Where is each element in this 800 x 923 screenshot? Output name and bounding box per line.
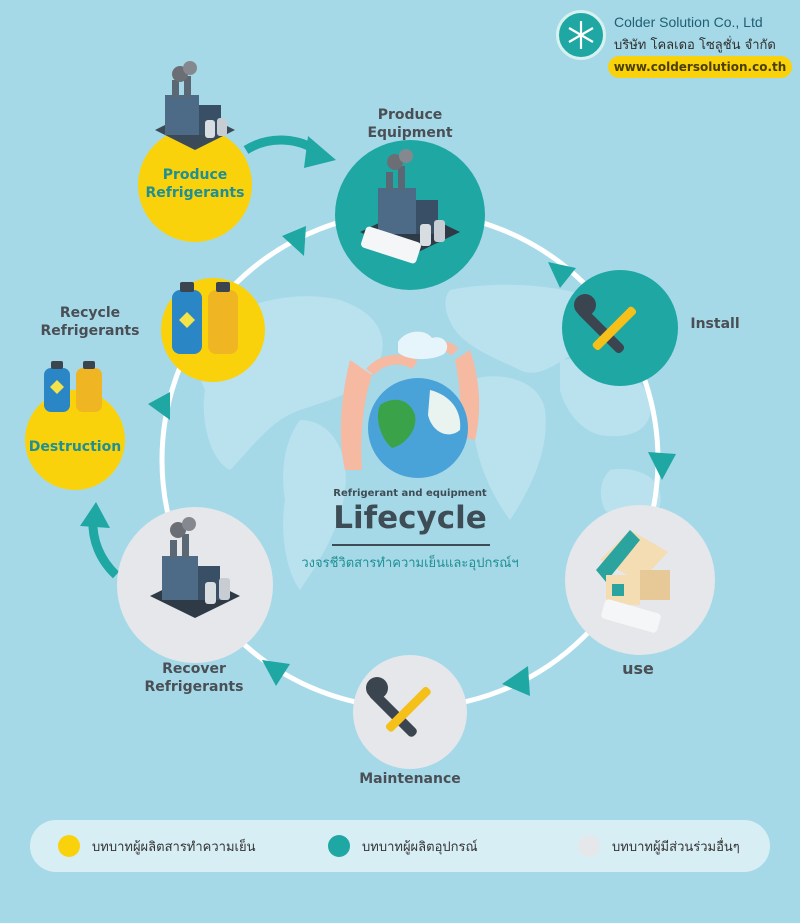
legend: บทบาทผู้ผลิตสารทำความเย็น บทบาทผู้ผลิตอุ… xyxy=(30,820,770,872)
arrow-to-produce-equipment xyxy=(282,226,306,256)
gas-cylinder-icon xyxy=(44,361,102,412)
label-recover-refrigerants: Recover Refrigerants xyxy=(124,660,264,696)
label-produce-equipment-line2: Equipment xyxy=(367,125,453,141)
label-produce-refrigerants: Produce Refrigerants xyxy=(130,166,260,202)
label-maintenance: Maintenance xyxy=(359,771,461,787)
label-install: Install xyxy=(690,316,740,332)
center-title: Lifecycle xyxy=(333,500,487,536)
arrow-curve-left xyxy=(88,519,120,579)
house-ac-icon xyxy=(596,530,670,633)
wrench-screwdriver-icon xyxy=(366,677,431,737)
label-produce-refrigerants-line1: Produce xyxy=(162,167,228,183)
website-link[interactable]: www.coldersolution.co.th xyxy=(608,56,792,78)
label-recycle-line2: Refrigerants xyxy=(40,323,140,339)
produce-refrigerants-circle xyxy=(138,128,252,242)
snowflake-icon xyxy=(556,10,606,60)
label-produce-equipment: Produce Equipment xyxy=(340,106,480,142)
legend-item-other-stakeholders: บทบาทผู้มีส่วนร่วมอื่นๆ xyxy=(578,820,740,872)
legend-label: บทบาทผู้ผลิตสารทำความเย็น xyxy=(92,839,256,855)
gas-cylinder-icon xyxy=(172,282,238,354)
arrow-to-install xyxy=(548,262,576,288)
arrow-curve-left-head xyxy=(80,502,110,528)
arrow-to-recover xyxy=(262,660,290,686)
label-recycle-line1: Recycle xyxy=(59,305,121,321)
arrow-curve-top-head xyxy=(304,136,336,168)
legend-label: บทบาทผู้ผลิตอุปกรณ์ xyxy=(362,839,478,855)
legend-label: บทบาทผู้มีส่วนร่วมอื่นๆ xyxy=(612,839,740,855)
legend-item-equipment-producer: บทบาทผู้ผลิตอุปกรณ์ xyxy=(328,820,478,872)
center-thai-title: วงจรชีวิตสารทำความเย็นและอุปกรณ์ฯ xyxy=(301,556,519,571)
legend-item-refrigerant-producer: บทบาทผู้ผลิตสารทำความเย็น xyxy=(58,820,255,872)
destruction-circle xyxy=(25,390,125,490)
center-subtitle: Refrigerant and equipment xyxy=(333,488,487,499)
center-divider xyxy=(332,544,490,546)
label-produce-equipment-line1: Produce xyxy=(377,107,443,123)
label-produce-refrigerants-line2: Refrigerants xyxy=(145,185,245,201)
wrench-screwdriver-icon xyxy=(574,294,637,354)
label-destruction: Destruction xyxy=(28,439,122,455)
label-recover-line1: Recover xyxy=(162,661,226,677)
factory-icon xyxy=(155,61,235,150)
company-name: Colder Solution Co., Ltd xyxy=(614,14,763,30)
legend-dot-grey xyxy=(578,835,600,857)
arrow-to-maintenance xyxy=(502,666,530,696)
legend-dot-yellow xyxy=(58,835,80,857)
globe-hands-illustration xyxy=(340,331,480,478)
factory-equipment-icon xyxy=(360,149,460,264)
brand-header: Colder Solution Co., Ltd บริษัท โคลเดอ โ… xyxy=(556,10,792,80)
arrow-to-destruction xyxy=(148,392,170,420)
factory-recover-icon xyxy=(150,517,240,618)
label-recycle-refrigerants: Recycle Refrigerants xyxy=(30,304,150,340)
label-use: use xyxy=(622,659,654,678)
legend-dot-teal xyxy=(328,835,350,857)
label-recover-line2: Refrigerants xyxy=(144,679,244,695)
cycle-arrows xyxy=(148,226,676,696)
arrow-to-use xyxy=(648,452,676,480)
company-name-thai: บริษัท โคลเดอ โซลูชั่น จำกัด xyxy=(614,38,776,53)
